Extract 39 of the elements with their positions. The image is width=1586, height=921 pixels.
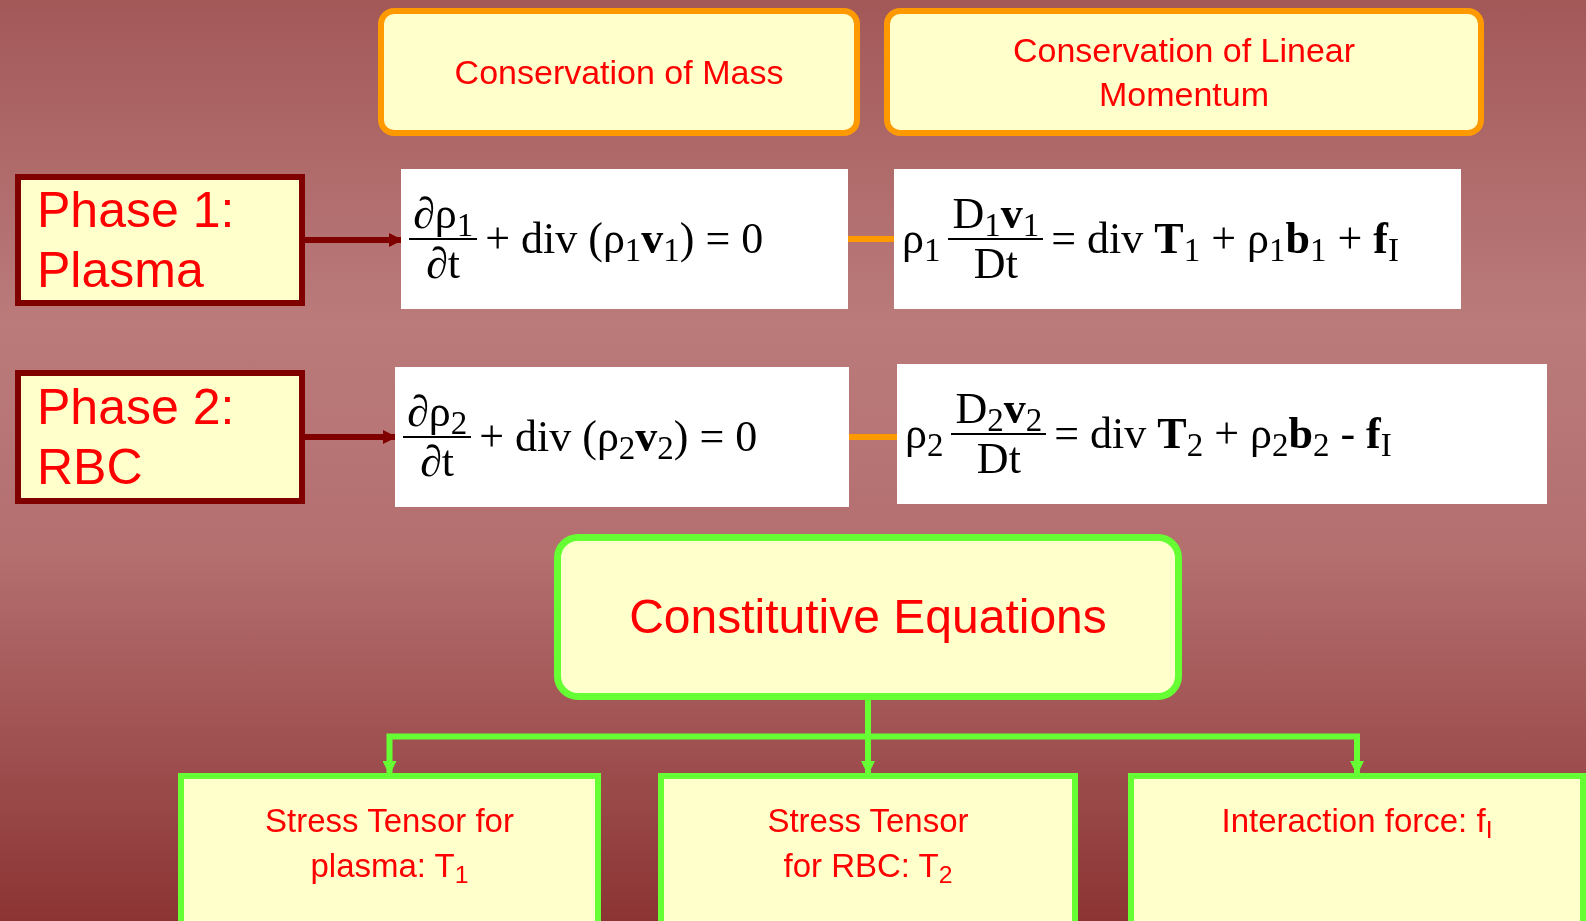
box-text: Stress Tensor for plasma: T$_{1}$	[264, 801, 515, 889]
equation-term: + div (ρ$_{1}$v$_{1}$) = 0	[485, 213, 764, 271]
equation-box	[395, 367, 849, 507]
heading-text: Conservation of Mass	[454, 51, 784, 93]
process-box	[884, 8, 1484, 136]
phase-label: Phase 2: RBC	[37, 378, 236, 497]
arrow	[305, 430, 397, 444]
process-box	[378, 8, 860, 136]
box-text: Interaction force: f$_{I}$	[1221, 801, 1493, 844]
connector-line	[849, 434, 897, 440]
equation-term: ρ$_{2}$	[905, 408, 944, 466]
heading-text: Conservation of Linear Momentum	[1011, 29, 1357, 115]
box-text: Stress Tensor for RBC: T$_{2}$	[766, 801, 970, 889]
fraction-denominator: ∂t	[425, 240, 462, 289]
fraction-denominator: Dt	[972, 240, 1019, 289]
fraction-numerator: ∂ρ$_{2}$	[406, 387, 469, 436]
equation-term: ρ$_{1}$	[902, 213, 941, 271]
equation-box	[401, 169, 848, 309]
connector-line	[848, 236, 894, 242]
fraction-numerator: D$_{1}$v$_{1}$	[951, 189, 1041, 238]
process-box	[658, 773, 1078, 921]
equation-box	[894, 169, 1461, 309]
heading-text: Constitutive Equations	[629, 589, 1107, 645]
fraction-denominator: ∂t	[419, 438, 456, 487]
equation-term: = div T$_{1}$ + ρ$_{1}$b$_{1}$ + f$_{I}$	[1051, 213, 1399, 271]
equation-term: = div T$_{2}$ + ρ$_{2}$b$_{2}$ - f$_{I}$	[1054, 408, 1392, 466]
arrow	[865, 700, 1364, 775]
arrow	[305, 233, 403, 247]
process-box	[178, 773, 601, 921]
equation-term: + div (ρ$_{2}$v$_{2}$) = 0	[479, 411, 758, 469]
process-box	[15, 370, 305, 504]
fraction-denominator: Dt	[975, 435, 1022, 484]
process-box	[1128, 773, 1586, 921]
phase-label: Phase 1: Plasma	[37, 181, 236, 300]
equation-box	[897, 364, 1547, 504]
process-box	[554, 534, 1182, 700]
fraction-numerator: D$_{2}$v$_{2}$	[954, 384, 1044, 433]
process-box	[15, 174, 305, 306]
fraction-numerator: ∂ρ$_{1}$	[412, 189, 475, 238]
